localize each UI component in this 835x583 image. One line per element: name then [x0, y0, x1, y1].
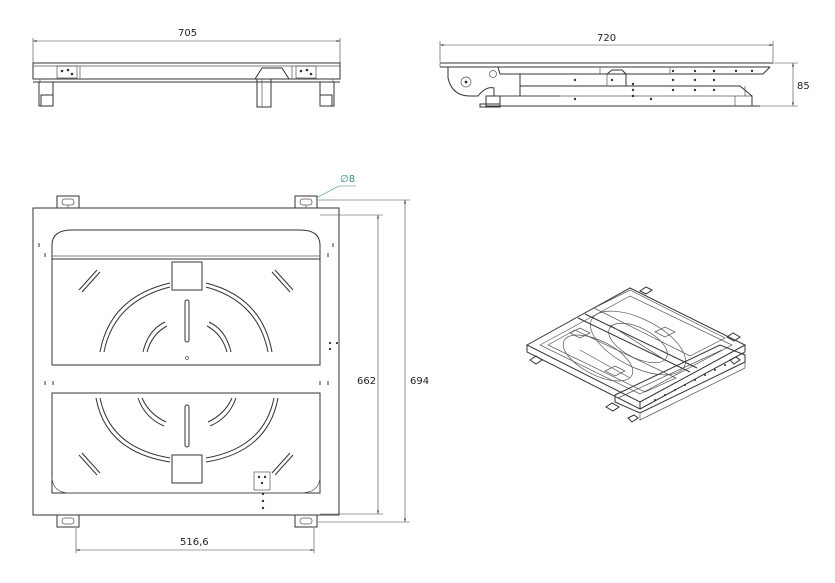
dim-top-inner-height: 662: [357, 376, 376, 387]
dim-hole-diameter: ∅8: [340, 174, 355, 185]
dim-top-outer-height: 694: [410, 376, 429, 387]
front-view: 705: [32, 28, 341, 108]
side-view: 720 85: [439, 33, 810, 108]
isometric-view: [525, 286, 747, 423]
dim-side-width: 720: [597, 33, 616, 44]
dim-front-width: 705: [178, 28, 197, 39]
dim-side-height: 85: [797, 81, 810, 92]
top-view: ∅8: [32, 174, 429, 553]
dim-top-bottom-width: 516,6: [180, 537, 209, 548]
